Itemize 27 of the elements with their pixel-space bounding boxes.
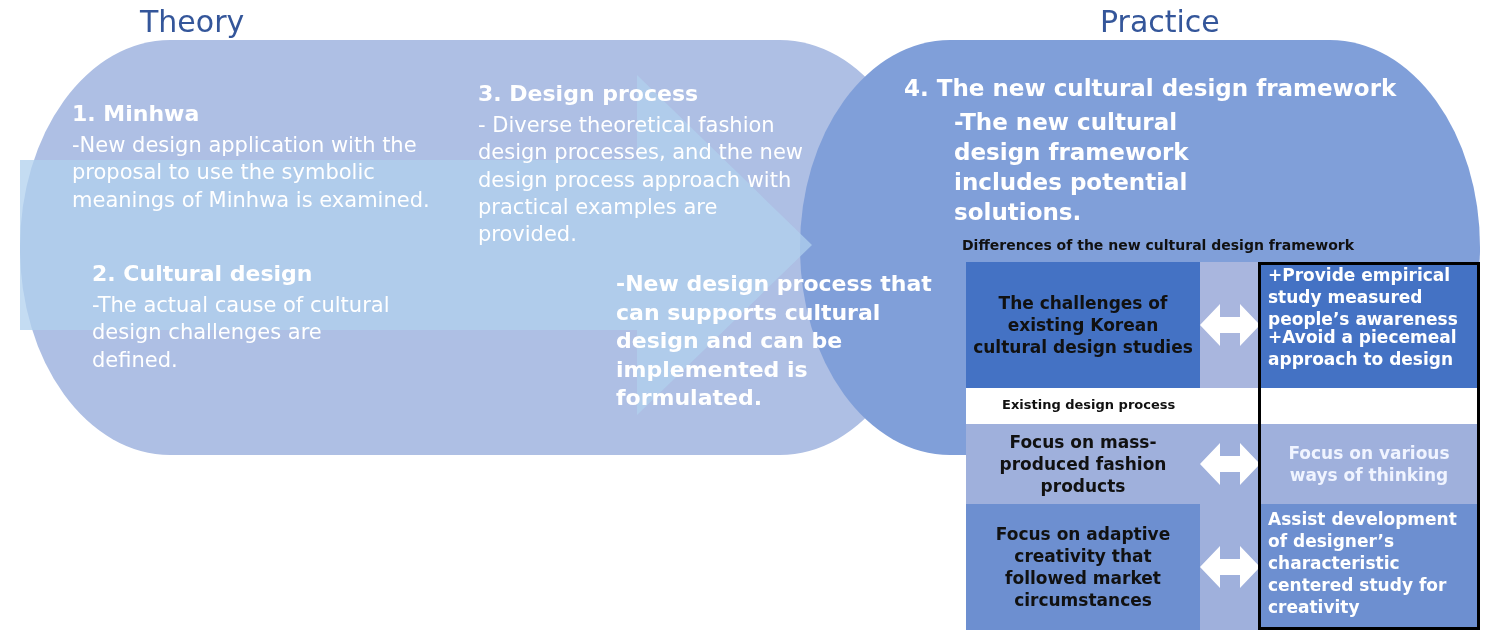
panel-heading: Theory xyxy=(140,3,245,41)
row-heading: Existing design process xyxy=(1002,397,1177,414)
cell-text: Assist development of designer’s characteristic centered study for creativity xyxy=(1268,508,1458,619)
double-arrow xyxy=(1200,546,1260,588)
table-cell xyxy=(966,504,1200,630)
table-cell xyxy=(1260,504,1478,630)
double-arrow xyxy=(1200,443,1260,485)
table-caption: Differences of the new cultural design framework xyxy=(962,236,1355,255)
cell-text: Focus on adaptive creativity that followed market circumstances xyxy=(994,522,1172,613)
description-text: -The actual cause of cultural design challenges are defined. xyxy=(92,292,391,374)
section-heading: 2. Cultural design xyxy=(92,260,313,288)
section-heading: 1. Minhwa xyxy=(72,100,200,128)
section-heading: 3. Design process xyxy=(478,80,699,108)
emphasis-text: -New design process that can supports cultural design and can be implemented is formulated. xyxy=(616,270,933,413)
block-arrow xyxy=(20,75,812,415)
cell-text: +Provide empirical study measured people’s awareness xyxy=(1268,264,1459,330)
cell-text: Focus on various ways of thinking xyxy=(1287,441,1451,487)
table-cell xyxy=(1260,424,1478,504)
section-heading: 4. The new cultural design framework xyxy=(904,74,1397,103)
double-arrow xyxy=(1200,304,1260,346)
description-text: -The new cultural design framework includes potential solutions. xyxy=(954,108,1190,227)
cell-text: The challenges of existing Korean cultural design studies xyxy=(972,291,1194,360)
description-text: - Diverse theoretical fashion design processes, and the new design process approach with practical examples are provided. xyxy=(478,112,804,249)
cell-text: Focus on mass-produced fashion products xyxy=(998,430,1168,499)
table-cell xyxy=(966,424,1200,504)
description-text: -New design application with the proposal to use the symbolic meanings of Minhwa is examined. xyxy=(72,132,431,214)
panel-heading: Practice xyxy=(1100,3,1220,41)
